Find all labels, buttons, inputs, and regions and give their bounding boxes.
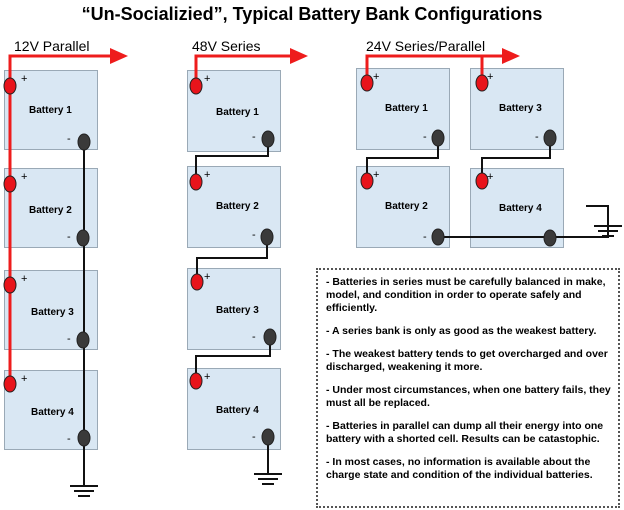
parallel-output-arrow-icon	[110, 48, 128, 64]
battery-label: Battery 1	[29, 105, 72, 116]
note-item: - The weakest battery tends to get overc…	[326, 348, 608, 373]
series-ground-icon	[254, 473, 282, 485]
negative-sign: -	[67, 433, 71, 445]
negative-sign: -	[423, 131, 427, 143]
section-label-series-parallel: 24V Series/Parallel	[366, 38, 486, 54]
battery-label: Battery 3	[499, 103, 542, 114]
sp-positive-output	[365, 48, 520, 82]
negative-sign: -	[252, 431, 256, 443]
battery-label: Battery 1	[385, 103, 428, 114]
positive-sign: +	[204, 371, 211, 383]
battery-label: Battery 2	[29, 205, 72, 216]
sp-positive-terminals	[360, 74, 489, 190]
battery-label: Battery 2	[385, 201, 428, 212]
battery-label: Battery 2	[216, 201, 259, 212]
negative-sign: -	[535, 131, 539, 143]
series-output-arrow-icon	[290, 48, 308, 64]
note-item: - A series bank is only as good as the w…	[326, 325, 597, 337]
note-item: - In most cases, no information is avail…	[326, 456, 593, 481]
note-item: - Batteries in series must be carefully …	[326, 276, 606, 314]
positive-sign: +	[373, 71, 380, 83]
note-item: - Batteries in parallel can dump all the…	[326, 420, 604, 445]
positive-sign: +	[204, 169, 211, 181]
parallel-positive-terminals	[3, 77, 17, 393]
battery-label: Battery 4	[31, 407, 74, 418]
parallel-negative-terminals	[76, 133, 91, 447]
negative-sign: -	[67, 333, 71, 345]
note-item: - Under most circumstances, when one bat…	[326, 384, 611, 409]
battery-label: Battery 3	[31, 307, 74, 318]
positive-sign: +	[21, 273, 28, 285]
series-negative-terminals	[260, 130, 277, 446]
diagram-title: “Un-Socializied”, Typical Battery Bank C…	[81, 4, 543, 24]
sp-negative-terminals	[431, 129, 557, 247]
series-positive-output	[194, 48, 308, 84]
battery-label: Battery 3	[216, 305, 259, 316]
positive-sign: +	[487, 171, 494, 183]
sp-jumpers	[366, 138, 609, 238]
positive-sign: +	[21, 373, 28, 385]
sp-ground-icon	[594, 225, 622, 237]
battery-label: Battery 1	[216, 107, 259, 118]
section-label-parallel: 12V Parallel	[14, 38, 90, 54]
positive-sign: +	[21, 73, 28, 85]
series-jumpers	[195, 139, 271, 474]
positive-sign: +	[204, 271, 211, 283]
positive-sign: +	[204, 73, 211, 85]
negative-sign: -	[252, 229, 256, 241]
positive-sign: +	[21, 171, 28, 183]
sp-output-arrow-icon	[502, 48, 520, 64]
notes-box: - Batteries in series must be carefully …	[316, 268, 620, 508]
negative-sign: -	[67, 133, 71, 145]
negative-sign: -	[252, 131, 256, 143]
section-label-series: 48V Series	[192, 38, 261, 54]
positive-sign: +	[487, 71, 494, 83]
battery-label: Battery 4	[216, 405, 259, 416]
battery-label: Battery 4	[499, 203, 542, 214]
series-positive-terminals	[189, 77, 204, 390]
parallel-positive-bus	[8, 48, 128, 384]
negative-sign: -	[252, 331, 256, 343]
negative-sign: -	[423, 231, 427, 243]
negative-sign: -	[67, 231, 71, 243]
parallel-ground-icon	[70, 485, 98, 497]
positive-sign: +	[373, 169, 380, 181]
